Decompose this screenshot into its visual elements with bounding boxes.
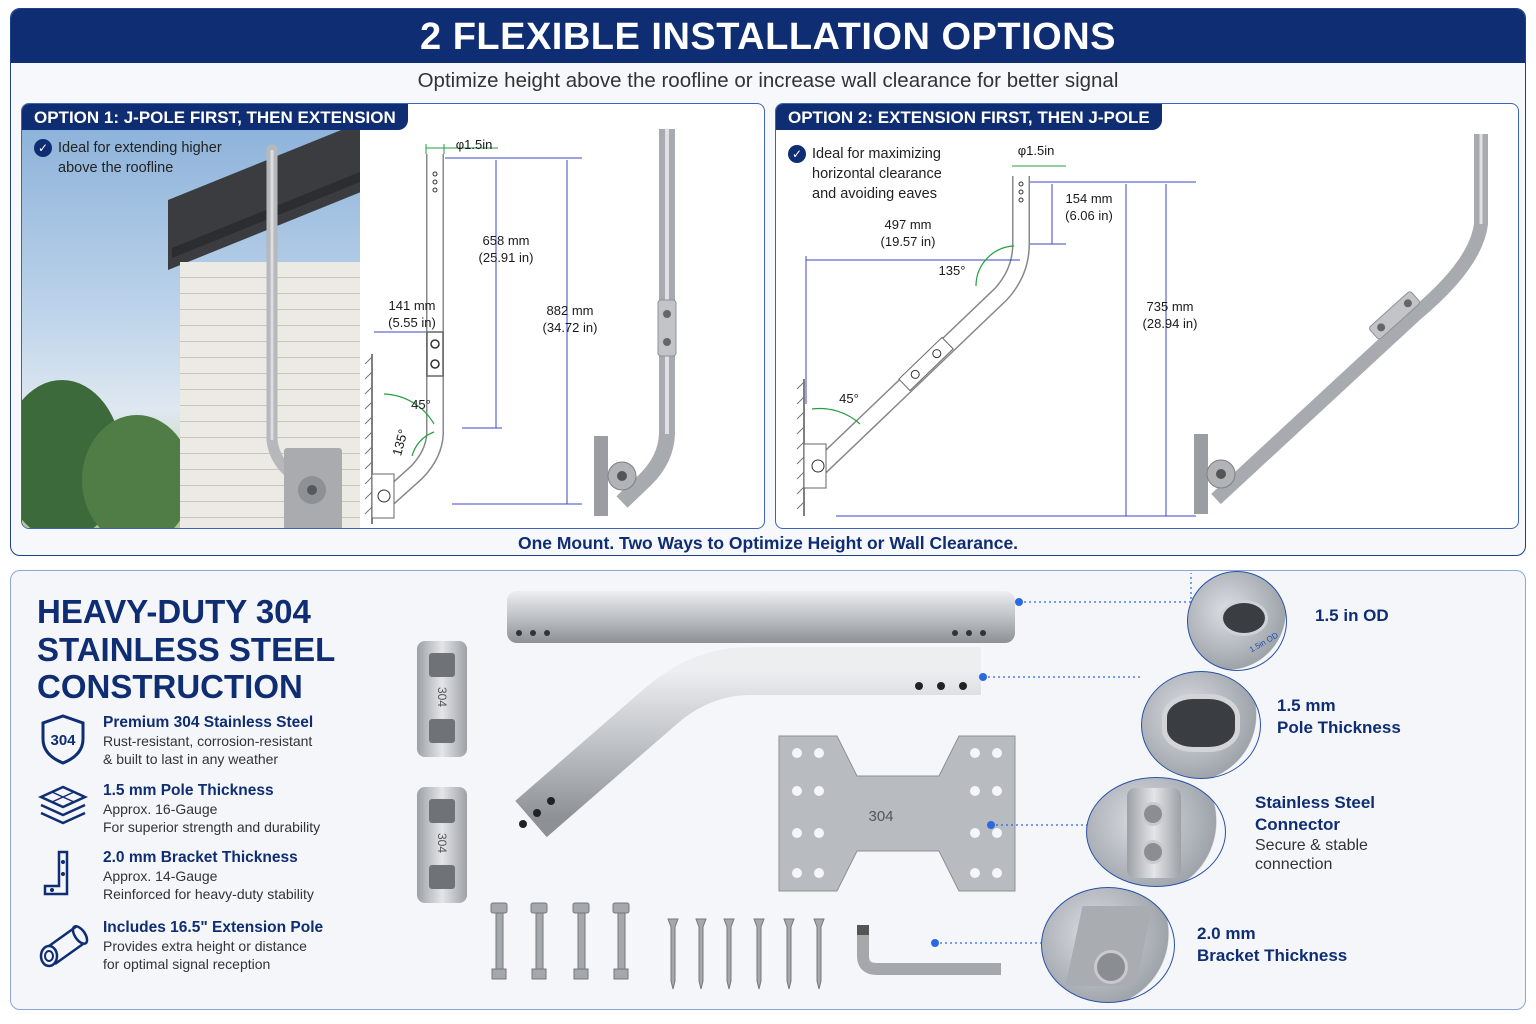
callout-connector: Stainless Steel Connector Secure & stabl… <box>1255 793 1376 873</box>
page-subtitle: Optimize height above the roofline or in… <box>417 69 1119 92</box>
option2-note: ✓ Ideal for maximizing horizontal cleara… <box>788 144 968 204</box>
option2-card: ✓ Ideal for maximizing horizontal cleara… <box>775 103 1519 529</box>
shield-badge-text: 304 <box>50 732 76 749</box>
wall-bracket <box>778 735 1016 892</box>
shield-icon: 304 <box>41 714 85 765</box>
page-title: 2 FLEXIBLE INSTALLATION OPTIONS <box>11 9 1525 63</box>
tube-icon <box>39 924 89 968</box>
feature-pole-thickness: 1.5 mm Pole Thickness Approx. 16-Gauge F… <box>37 781 320 836</box>
feature-bracket-thickness: 2.0 mm Bracket Thickness Approx. 14-Gaug… <box>37 848 314 903</box>
j-pole <box>515 647 981 838</box>
option1-tab: OPTION 1: J-POLE FIRST, THEN EXTENSION <box>22 104 408 130</box>
lag-screws <box>667 918 825 990</box>
angle-135-label: 135° <box>938 263 966 278</box>
thickness-zoom <box>1141 671 1261 779</box>
callout-bracket-thickness: 2.0 mm Bracket Thickness <box>1197 924 1348 965</box>
connector-top-text: 304 <box>435 687 449 707</box>
connector-zoom <box>1086 777 1226 887</box>
option2-tab: OPTION 2: EXTENSION FIRST, THEN J-POLE <box>776 104 1162 130</box>
offset-label: 141 mm (5.55 in) <box>388 298 436 330</box>
upper-length-label: 658 mm (25.91 in) <box>478 233 534 265</box>
construction-title: HEAVY-DUTY 304 STAINLESS STEEL CONSTRUCT… <box>37 593 336 705</box>
reach-label: 497 mm (19.57 in) <box>880 217 936 249</box>
diameter-label: φ1.5in <box>455 137 493 152</box>
l-hook-bolt <box>857 931 1001 975</box>
bracket-zoom <box>1041 887 1175 1003</box>
options-caption: One Mount. Two Ways to Optimize Height o… <box>517 533 1019 553</box>
total-height-label: 882 mm (34.72 in) <box>542 303 598 335</box>
option1-diagram <box>364 129 677 524</box>
angle-45-label: 45° <box>839 391 859 406</box>
layers-icon <box>37 785 89 825</box>
bolts <box>490 902 630 980</box>
photo-mount-illustration <box>266 144 342 528</box>
callout-od: 1.5 in OD <box>1315 606 1389 625</box>
total-height-label: 735 mm (28.94 in) <box>1142 299 1198 331</box>
construction-panel: HEAVY-DUTY 304 STAINLESS STEEL CONSTRUCT… <box>10 570 1526 1010</box>
check-circle-icon: ✓ <box>34 139 52 157</box>
installation-options-panel: 2 FLEXIBLE INSTALLATION OPTIONS Optimize… <box>10 8 1526 556</box>
option2-diagram <box>796 134 1488 517</box>
option1-card: ✓ Ideal for extending higher above the r… <box>21 103 765 529</box>
feature-extension-pole: Includes 16.5" Extension Pole Provides e… <box>37 918 323 973</box>
house-photo: ✓ Ideal for extending higher above the r… <box>22 130 360 528</box>
callout-pole-thickness: 1.5 mm Pole Thickness <box>1277 696 1401 737</box>
option1-note: ✓ Ideal for extending higher above the r… <box>34 138 244 178</box>
bracket-icon <box>43 850 69 896</box>
od-zoom: 1.5in OD <box>1187 571 1287 671</box>
diameter-label: φ1.5in <box>1017 143 1055 158</box>
connector-bottom-text: 304 <box>435 833 449 853</box>
feature-stainless-steel: 304 Premium 304 Stainless Steel Rust-res… <box>37 713 313 768</box>
angle-45-label: 45° <box>411 397 431 412</box>
parts-illustration: 304 304 304 <box>417 573 1192 990</box>
bracket-plate-text: 304 <box>868 808 893 825</box>
top-length-label: 154 mm (6.06 in) <box>1065 191 1113 223</box>
check-circle-icon: ✓ <box>788 145 806 163</box>
extension-pole <box>507 591 1015 643</box>
